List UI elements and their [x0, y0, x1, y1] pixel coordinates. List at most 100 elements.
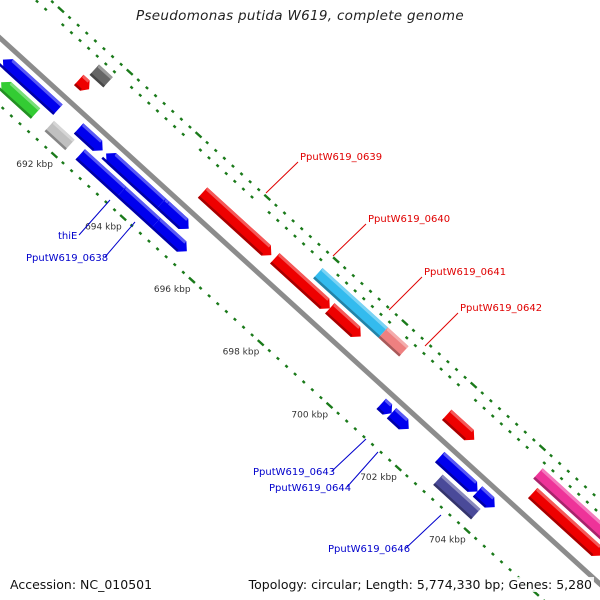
- minor-tick: [9, 114, 14, 118]
- minor-tick: [404, 473, 409, 478]
- minor-tick: [439, 505, 444, 510]
- minor-tick: [445, 359, 450, 364]
- gene-feature[interactable]: [442, 409, 479, 445]
- minor-tick: [361, 296, 366, 301]
- minor-tick: [43, 145, 48, 150]
- minor-tick: [316, 242, 321, 247]
- major-tick: [50, 151, 59, 159]
- gene-label[interactable]: thiE: [58, 231, 77, 242]
- gene-label[interactable]: PputW619_0642: [460, 303, 542, 314]
- minor-tick: [162, 101, 167, 106]
- gene-feature[interactable]: [44, 120, 75, 151]
- minor-tick: [411, 328, 416, 333]
- minor-tick: [370, 442, 375, 447]
- gene-feature[interactable]: [0, 54, 63, 115]
- gene-label[interactable]: PputW619_0640: [368, 214, 450, 225]
- gene-PputW619_0640[interactable]: [270, 253, 334, 313]
- major-tick: [332, 256, 340, 264]
- minor-tick: [482, 544, 487, 549]
- gene-label[interactable]: PputW619_0643: [253, 467, 335, 478]
- gene-label[interactable]: PputW619_0641: [424, 267, 506, 278]
- minor-tick: [138, 231, 143, 236]
- minor-tick: [78, 38, 82, 43]
- major-tick: [263, 193, 272, 201]
- gene-PputW619_0642[interactable]: [378, 327, 409, 357]
- minor-tick: [499, 421, 504, 426]
- minor-tick: [291, 218, 296, 223]
- minor-tick: [557, 461, 562, 466]
- minor-tick: [35, 137, 40, 142]
- gene-feature[interactable]: [73, 123, 107, 155]
- minor-tick: [93, 39, 98, 43]
- gene-label[interactable]: PputW619_0639: [300, 152, 382, 163]
- minor-tick: [103, 62, 108, 66]
- minor-tick: [110, 54, 115, 59]
- minor-tick: [207, 155, 211, 160]
- minor-tick: [233, 317, 237, 322]
- minor-tick: [336, 411, 341, 416]
- minor-tick: [35, 0, 39, 4]
- gene-PputW619_0644[interactable]: [386, 408, 414, 434]
- major-tick: [394, 464, 403, 472]
- minor-tick: [224, 171, 229, 176]
- minor-tick: [267, 348, 272, 353]
- gene-PputW619_0639[interactable]: [197, 187, 276, 260]
- gene-PputW619_0646[interactable]: [433, 474, 481, 520]
- gene-feature[interactable]: [533, 468, 600, 547]
- minor-tick: [318, 257, 323, 262]
- gene-PputW619_0643[interactable]: [376, 398, 397, 419]
- gene-feature[interactable]: [435, 451, 482, 497]
- minor-tick: [447, 375, 452, 379]
- minor-tick: [172, 124, 177, 129]
- minor-tick: [499, 560, 504, 564]
- minor-tick: [18, 121, 22, 126]
- gene-feature[interactable]: [75, 149, 127, 198]
- minor-tick: [387, 320, 392, 325]
- minor-tick: [385, 305, 390, 309]
- minor-tick: [293, 234, 297, 239]
- gene-feature[interactable]: [0, 77, 41, 119]
- gene-label[interactable]: PputW619_0646: [328, 544, 410, 555]
- minor-tick: [136, 78, 141, 82]
- minor-tick: [523, 430, 528, 435]
- minor-tick: [69, 168, 74, 173]
- minor-tick: [155, 109, 160, 113]
- minor-tick: [428, 344, 433, 348]
- minor-tick: [181, 132, 186, 137]
- gene-label[interactable]: PputW619_0638: [26, 253, 108, 264]
- minor-tick: [422, 489, 427, 494]
- gene-PputW619_0638[interactable]: [151, 217, 191, 257]
- gene-feature[interactable]: [101, 148, 166, 209]
- map-title: Pseudomonas putida W619, complete genome: [136, 8, 464, 24]
- minor-tick: [147, 239, 151, 244]
- minor-tick: [164, 254, 169, 259]
- minor-tick: [370, 304, 375, 309]
- minor-tick: [155, 247, 160, 251]
- minor-tick: [559, 476, 564, 481]
- minor-tick: [248, 179, 253, 184]
- genes-layer: [0, 54, 600, 561]
- gene-feature[interactable]: [528, 487, 600, 561]
- minor-tick: [583, 484, 588, 489]
- gene-feature[interactable]: [159, 201, 193, 234]
- gene-thiE[interactable]: [116, 186, 161, 229]
- gene-feature[interactable]: [74, 74, 94, 95]
- gene-label[interactable]: PputW619_0644: [269, 483, 351, 494]
- minor-tick: [542, 461, 547, 465]
- minor-tick: [368, 289, 373, 294]
- minor-tick: [394, 312, 399, 317]
- minor-tick: [456, 520, 461, 525]
- gene-PputW619_0641[interactable]: [325, 303, 365, 342]
- minor-tick: [447, 513, 452, 517]
- minor-tick: [318, 395, 323, 400]
- minor-tick: [231, 164, 235, 169]
- gene-feature[interactable]: [89, 64, 113, 88]
- minor-tick: [276, 356, 280, 361]
- gene-feature[interactable]: [472, 486, 500, 512]
- minor-tick: [482, 406, 487, 411]
- gene-feature[interactable]: [313, 267, 388, 338]
